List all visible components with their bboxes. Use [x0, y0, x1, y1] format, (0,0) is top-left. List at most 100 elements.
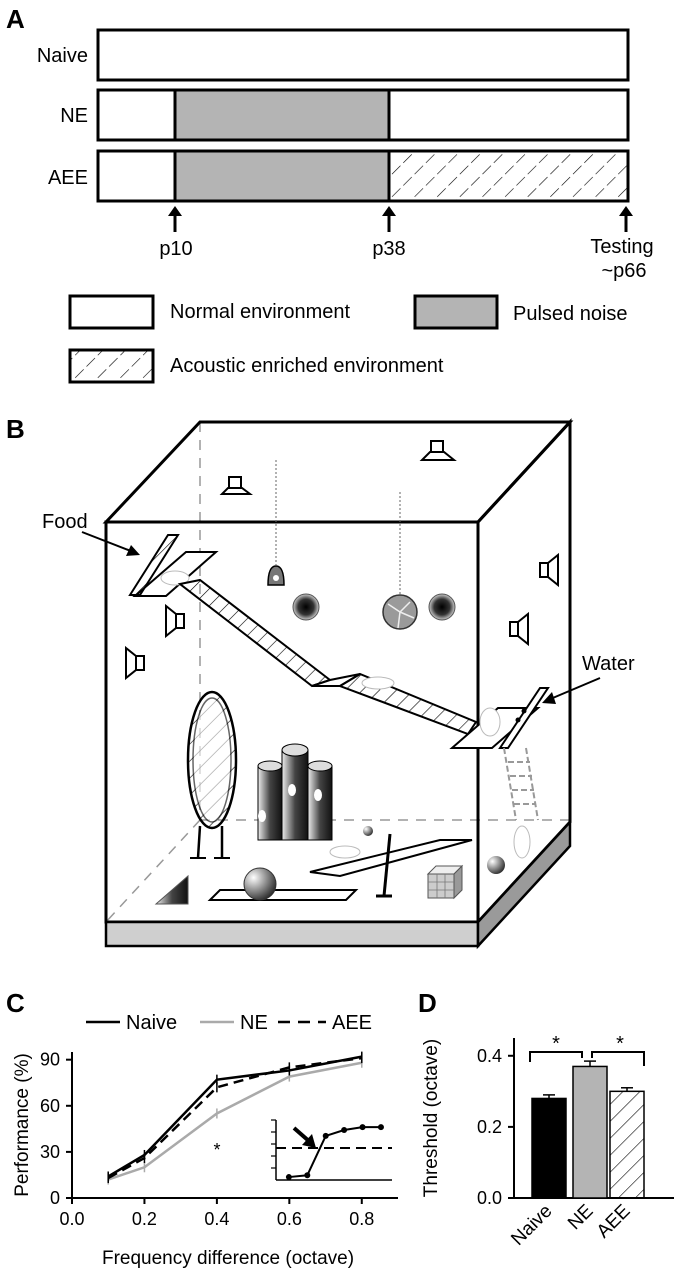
legend-enriched-label: Acoustic enriched environment: [170, 355, 444, 377]
d-bar-ne: [572, 1065, 608, 1199]
label-p10: p10: [159, 238, 192, 260]
c-x-axis-title: Frequency difference (octave): [102, 1248, 354, 1269]
panel-b-label: B: [6, 414, 25, 444]
c-y-axis-title: Performance (%): [12, 1053, 33, 1197]
legend-normal-swatch: [68, 294, 155, 330]
floor-plank: [207, 889, 359, 901]
panel-a: A Naive NE AEE p10 p38 Testing ~p66 Norm…: [6, 4, 654, 384]
small-ball-icon: [363, 826, 373, 836]
inset-chart: [271, 1119, 392, 1181]
c-y-tick-label: 90: [40, 1050, 60, 1070]
cage-floor-left-edge: [105, 819, 201, 923]
cage-base-front: [104, 920, 480, 948]
d-bracket-naive-ne: [529, 1051, 583, 1062]
c-series-line-ne: [107, 1061, 363, 1181]
inset-point: [304, 1172, 311, 1179]
label-testing: Testing: [590, 236, 653, 258]
speaker-icon: [165, 603, 185, 639]
arrow-p10: [168, 206, 182, 232]
d-bar-naive: [531, 1097, 567, 1199]
water-platform: [449, 687, 550, 749]
d-star-2: *: [616, 1033, 624, 1055]
c-x-tick-label: 0.8: [349, 1209, 374, 1229]
legend-pulsed-label: Pulsed noise: [513, 303, 628, 325]
d-y-tick-label: 0.4: [477, 1046, 502, 1066]
c-series-line-aee: [107, 1056, 362, 1180]
panel-c-label: C: [6, 988, 25, 1018]
naive-bar: [96, 28, 630, 82]
d-y-axis-title: Threshold (octave): [421, 1039, 442, 1197]
block-cube-icon: [426, 864, 464, 900]
legend-aee-label: AEE: [332, 1012, 372, 1034]
panel-a-label: A: [6, 4, 25, 34]
label-p38: p38: [372, 238, 405, 260]
c-series: [107, 1051, 363, 1185]
food-platform: [128, 534, 219, 597]
speaker-icon: [219, 476, 253, 495]
cage-base-side: [476, 818, 572, 950]
speaker-icon: [419, 440, 457, 461]
arrow-testing: [619, 206, 633, 232]
legend-ne-label: NE: [240, 1012, 268, 1034]
legend-naive-label: Naive: [126, 1012, 177, 1034]
water-label: Water: [582, 653, 635, 675]
food-label: Food: [42, 511, 88, 533]
speaker-icon: [539, 552, 559, 588]
inset-point: [322, 1132, 329, 1139]
water-arrow: [542, 677, 601, 704]
hanging-ball-icon: [382, 594, 418, 630]
speaker-icon: [509, 611, 529, 647]
row-label-ne: NE: [60, 105, 88, 127]
d-y-tick-label: 0.0: [477, 1188, 502, 1208]
arrow-p38: [382, 206, 396, 232]
small-ball-icon: [487, 856, 505, 874]
bell-icon: [267, 565, 285, 586]
c-y-tick-label: 30: [40, 1142, 60, 1162]
inset-point: [359, 1124, 366, 1131]
d-category-label: NE: [564, 1201, 598, 1235]
c-x-tick-label: 0.6: [277, 1209, 302, 1229]
c-x-tick-label: 0.2: [132, 1209, 157, 1229]
seesaw: [309, 833, 473, 898]
ladder: [503, 747, 539, 821]
c-series-line-naive: [107, 1055, 363, 1178]
d-category-label: AEE: [593, 1201, 635, 1243]
ne-pulsed-segment: [173, 88, 391, 142]
d-y-tick-label: 0.2: [477, 1117, 502, 1137]
legend-enriched-swatch: [68, 348, 155, 384]
round-speaker-icon: [292, 593, 320, 621]
row-label-aee: AEE: [48, 167, 88, 189]
cage-top: [102, 420, 574, 524]
inset-line: [288, 1126, 381, 1179]
aee-enriched-segment: [387, 149, 630, 203]
legend-normal-label: Normal environment: [170, 301, 351, 323]
ball-icon: [243, 867, 277, 901]
inset-arrow: [292, 1126, 316, 1148]
c-x-tick-label: 0.0: [59, 1209, 84, 1229]
d-category-label: Naive: [507, 1201, 556, 1250]
d-bracket-ne-aee: [591, 1051, 645, 1066]
mouse-icon: [513, 825, 531, 859]
d-ticks: 0.0 0.2 0.4: [477, 1046, 514, 1208]
inset-point: [341, 1127, 348, 1134]
d-star-1: *: [552, 1033, 560, 1055]
row-label-naive: Naive: [37, 45, 88, 67]
food-arrow: [81, 531, 140, 556]
inset-point: [377, 1124, 384, 1131]
inset-point: [285, 1174, 292, 1181]
aee-pulsed-segment: [173, 149, 391, 203]
c-significance-star: *: [213, 1140, 220, 1160]
ramp: [177, 578, 478, 736]
speaker-icon: [125, 645, 145, 681]
c-x-tick-label: 0.4: [204, 1209, 229, 1229]
c-y-tick-label: 0: [50, 1188, 60, 1208]
running-wheel: [186, 690, 238, 859]
tunnel-cylinders: [257, 743, 333, 841]
panel-c: C Naive NE AEE Performance (%) Frequency…: [6, 988, 398, 1269]
label-p66: ~p66: [601, 260, 646, 282]
round-speaker-icon: [428, 593, 456, 621]
